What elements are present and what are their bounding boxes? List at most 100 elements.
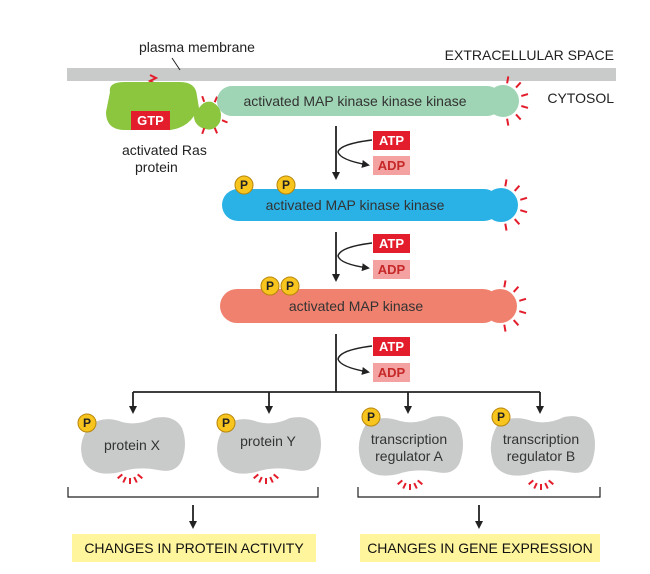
activity-ray [397, 479, 403, 486]
phosphate-protein-y: P [216, 413, 236, 433]
activity-ray [506, 118, 510, 126]
activity-ray [221, 119, 228, 124]
phosphate-mapkk-1: P [234, 175, 254, 195]
ras-activity-rays [201, 95, 228, 135]
ras-protein: GTP [106, 82, 221, 130]
mapk-activity-rays [503, 280, 527, 332]
activity-ray [528, 479, 534, 486]
target-branches [129, 391, 544, 414]
phosphorylation-reaction-1: ATP ADP [332, 126, 410, 180]
mapkkk-body [217, 86, 502, 116]
outcome-gene-expression-box [360, 534, 600, 562]
phosphate-regulator-a: P [361, 407, 381, 427]
svg-text:P: P [497, 410, 505, 424]
plasma-membrane [67, 68, 616, 81]
atp-label-3: ATP [379, 339, 404, 354]
activity-ray [533, 482, 538, 489]
activity-ray [520, 196, 528, 201]
adp-label-1: ADP [378, 158, 406, 173]
svg-text:P: P [222, 416, 230, 430]
atp-to-adp-arrow-3 [337, 345, 373, 375]
mapkk-activity-rays [504, 179, 528, 231]
activity-ray [503, 324, 507, 332]
atp-to-adp-arrow-2 [337, 242, 373, 272]
svg-text:P: P [240, 178, 248, 192]
transcription-regulator-a: transcription regulator A [358, 416, 463, 476]
regulator-a-activity-rays [397, 479, 423, 490]
phosphate-protein-x: P [77, 413, 97, 433]
adp-label-3: ADP [378, 365, 406, 380]
outcome-gene-expression: CHANGES IN GENE EXPRESSION [360, 534, 600, 562]
activity-ray [201, 127, 206, 135]
activity-ray [117, 473, 123, 480]
bracket-gene-expression [357, 487, 601, 529]
plasma-membrane-label: plasma membrane [139, 39, 255, 55]
activity-ray [213, 127, 219, 134]
mapkkk-activity-rays [506, 76, 529, 126]
regulator-a-label-line1: transcription [371, 431, 447, 447]
cytosol-label: CYTOSOL [547, 90, 614, 106]
protein-y-label: protein Y [240, 433, 296, 449]
activity-ray [506, 76, 510, 84]
transcription-regulator-b: transcription regulator B [490, 416, 595, 476]
bracket-protein-activity [67, 487, 319, 529]
ras-label-line2: protein [135, 159, 178, 175]
outcome-protein-activity: CHANGES IN PROTEIN ACTIVITY [72, 534, 316, 562]
activity-ray [253, 473, 259, 480]
activity-ray [520, 209, 528, 214]
atp-to-adp-arrow-1 [337, 139, 373, 168]
activity-ray [504, 223, 508, 231]
activity-ray [519, 310, 527, 315]
activity-ray [548, 479, 554, 486]
gtp-label: GTP [137, 113, 164, 128]
adp-badge-1 [373, 156, 410, 175]
membrane-pointer-line [171, 57, 181, 71]
mapkk-active-site [484, 188, 518, 222]
mapkkk-enzyme: activated MAP kinase kinase kinase [217, 85, 519, 117]
gtp-badge [131, 111, 170, 130]
svg-text:P: P [367, 410, 375, 424]
activity-ray [258, 476, 263, 483]
svg-text:P: P [266, 279, 274, 293]
activity-ray [137, 473, 143, 480]
activity-ray [512, 286, 520, 293]
outcome-protein-activity-box [72, 534, 316, 562]
protein-y-activity-rays [253, 473, 279, 484]
protein-x-label: protein X [104, 437, 161, 453]
regulator-b-activity-rays [528, 479, 554, 490]
adp-label-2: ADP [378, 262, 406, 277]
activity-ray [122, 476, 127, 483]
regulator-a-shape [358, 416, 463, 476]
regulator-b-label-line2: regulator B [507, 448, 575, 464]
mapkk-enzyme: activated MAP kinase kinase [222, 188, 518, 222]
activity-ray [273, 473, 279, 480]
atp-badge-3 [373, 337, 410, 356]
adp-badge-3 [373, 363, 410, 382]
mapkk-body [222, 189, 500, 221]
activity-ray [521, 93, 529, 97]
mapkkk-active-site [487, 85, 519, 117]
activity-ray [413, 482, 418, 489]
activity-ray [544, 482, 549, 489]
protein-y: protein Y [217, 417, 321, 474]
regulator-b-label-line1: transcription [503, 431, 579, 447]
outcome-gene-expression-label: CHANGES IN GENE EXPRESSION [367, 540, 593, 556]
bracket-left-group [67, 487, 319, 498]
activity-ray [513, 185, 521, 192]
atp-badge-1 [373, 131, 410, 150]
extracellular-space-label: EXTRACELLULAR SPACE [445, 47, 614, 63]
activity-ray [515, 81, 522, 89]
activity-ray [515, 113, 522, 121]
phosphorylation-reaction-2: ATP ADP [332, 232, 410, 282]
protein-x-shape [81, 417, 185, 474]
activity-ray [269, 476, 274, 483]
mapk-active-site [483, 289, 517, 323]
mapkk-label: activated MAP kinase kinase [266, 197, 445, 213]
activity-ray [201, 95, 206, 103]
ras-label-line1: activated Ras [122, 142, 207, 158]
activity-ray [519, 297, 527, 302]
phosphate-mapk-2: P [280, 276, 300, 296]
phosphate-mapk-1: P [260, 276, 280, 296]
activity-ray [513, 218, 521, 225]
